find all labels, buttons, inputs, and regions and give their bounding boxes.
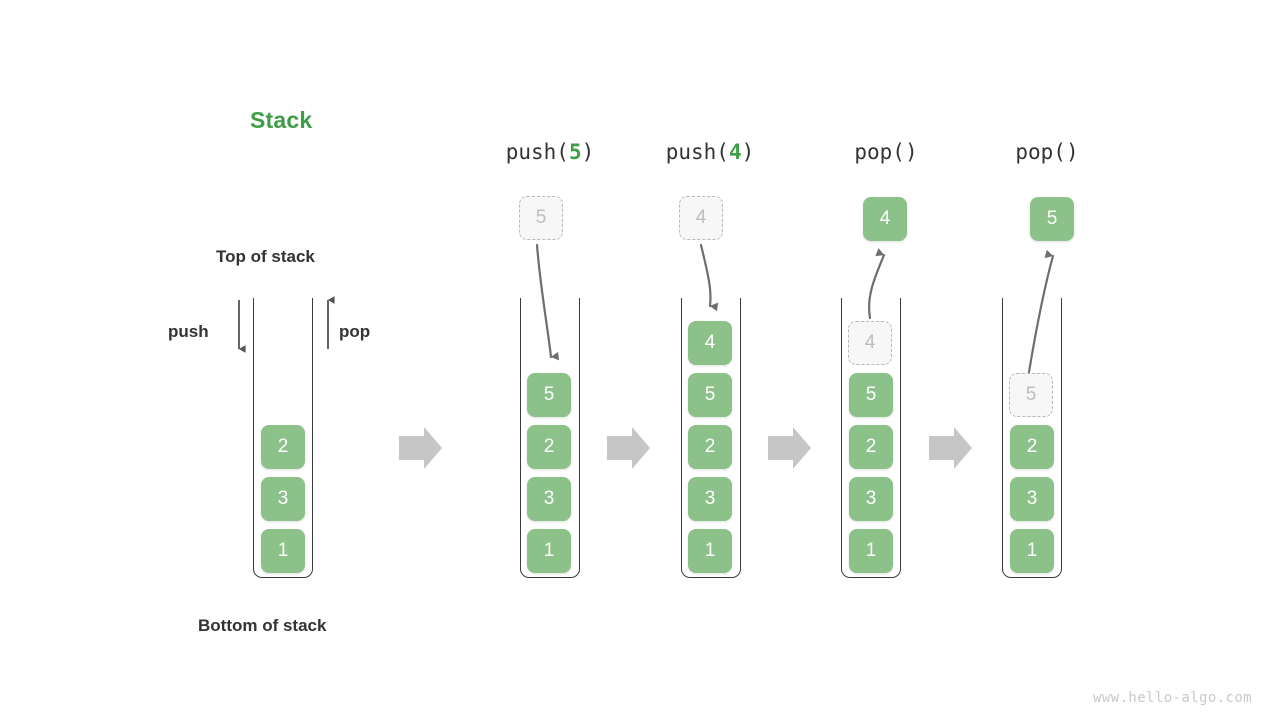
stack-cell: 1 [1010,529,1054,573]
transition-arrow-icon [399,427,442,469]
stack-cell: 1 [849,529,893,573]
stack-cell: 2 [849,425,893,469]
stack-cell: 2 [527,425,571,469]
stack-cell: 2 [688,425,732,469]
stack-cell-ghost: 4 [848,321,892,365]
op-header-prefix: push( [665,140,729,164]
stack-cell: 1 [688,529,732,573]
op-header-push-4: push(4) [610,140,810,164]
op-header-suffix: ) [581,140,595,164]
page-title: Stack [250,107,313,133]
stack-cell-ghost: 5 [1009,373,1053,417]
transition-arrow-icon [607,427,650,469]
op-header-prefix: push( [505,140,569,164]
stack-cell: 3 [688,477,732,521]
floating-cell-ghost: 4 [679,196,723,240]
stack-cell: 5 [688,373,732,417]
floating-cell-popped: 5 [1030,197,1074,241]
push-label: push [168,322,209,341]
op-header-prefix: pop( [1015,140,1066,164]
op-header-push-5: push(5) [450,140,650,164]
stack-cell: 1 [261,529,305,573]
stack-cell: 3 [527,477,571,521]
transition-arrow-icon [929,427,972,469]
stack-cell: 4 [688,321,732,365]
bottom-of-stack-label: Bottom of stack [198,616,327,635]
transition-arrow-icon [768,427,811,469]
floating-cell-popped: 4 [863,197,907,241]
watermark: www.hello-algo.com [1093,690,1252,706]
op-header-suffix: ) [1065,140,1079,164]
stack-cell: 3 [1010,477,1054,521]
op-header-number: 5 [568,140,582,164]
op-header-suffix: ) [904,140,918,164]
pop-label: pop [339,322,371,341]
op-header-suffix: ) [741,140,755,164]
stack-cell: 5 [527,373,571,417]
stack-cell: 3 [849,477,893,521]
top-of-stack-label: Top of stack [216,247,315,266]
push-4-motion-arrow-icon [699,243,719,312]
stack-cell: 3 [261,477,305,521]
op-header-pop-1: pop() [786,140,986,164]
stack-cell: 2 [1010,425,1054,469]
op-header-number: 4 [728,140,742,164]
floating-cell-ghost: 5 [519,196,563,240]
stack-cell: 2 [261,425,305,469]
stack-cell: 1 [527,529,571,573]
stack-cell: 5 [849,373,893,417]
op-header-prefix: pop( [854,140,905,164]
op-header-pop-2: pop() [947,140,1147,164]
